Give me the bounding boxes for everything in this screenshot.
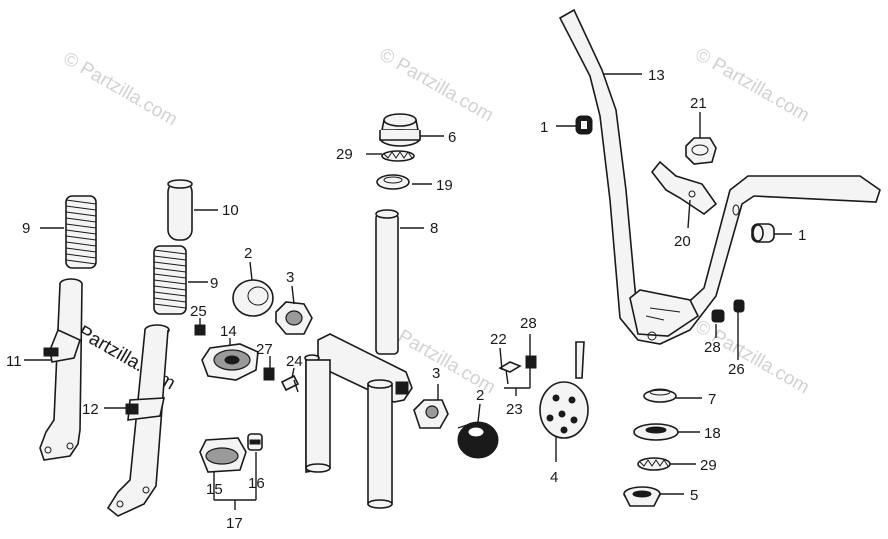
callout-7: 7 — [708, 391, 716, 408]
callout-13: 13 — [648, 67, 665, 84]
callout-2-lower: 2 — [476, 387, 484, 404]
callout-21: 21 — [690, 95, 707, 112]
horn-assembly — [539, 341, 589, 439]
nut-27 — [263, 367, 275, 381]
callout-3-upper: 3 — [286, 269, 294, 286]
callout-8: 8 — [430, 220, 438, 237]
callout-2-upper: 2 — [244, 245, 252, 262]
callout-1-left: 1 — [540, 119, 548, 136]
callout-9-right: 9 — [210, 275, 218, 292]
bracket-lower — [413, 399, 449, 429]
bolt-small-25 — [194, 324, 206, 336]
callout-23: 23 — [506, 401, 523, 418]
callout-18: 18 — [704, 425, 721, 442]
handlebar — [558, 8, 881, 345]
callout-27: 27 — [256, 341, 273, 358]
callout-12: 12 — [82, 401, 99, 418]
gear-housing-15 — [199, 437, 247, 473]
steering-cap-nut — [379, 113, 421, 147]
callout-10: 10 — [222, 202, 239, 219]
callout-11: 11 — [6, 353, 22, 370]
callout-labels: 9 10 11 12 9 2 3 25 14 27 24 15 16 17 6 … — [6, 67, 806, 532]
nut-28-upper — [525, 355, 537, 369]
handlebar-bracket-20 — [650, 160, 718, 215]
handlebar-grip-cap-right — [751, 223, 775, 243]
fork-spring-right — [153, 245, 187, 315]
callout-15: 15 — [206, 481, 223, 498]
headlight-cap-upper — [232, 279, 274, 317]
callout-9-left: 9 — [22, 220, 30, 237]
callout-16: 16 — [248, 475, 265, 492]
gear-16 — [247, 433, 263, 451]
callout-4: 4 — [550, 469, 558, 486]
bearing-race-19 — [376, 174, 410, 190]
callout-22: 22 — [490, 331, 507, 348]
bolt-26 — [733, 299, 745, 313]
bolt-24 — [280, 374, 300, 393]
callout-29-lower: 29 — [700, 457, 717, 474]
steering-stem — [304, 209, 413, 509]
callout-5: 5 — [690, 487, 698, 504]
headlight-cap-lower — [457, 421, 499, 459]
callout-28-lower: 28 — [704, 339, 721, 356]
fork-leg-left — [39, 278, 83, 461]
callout-24: 24 — [286, 353, 303, 370]
dust-seal-5 — [623, 486, 661, 507]
bolt-22 — [498, 361, 522, 385]
callout-28-upper: 28 — [520, 315, 537, 332]
watermark-top-left: © Partzilla.com — [60, 48, 181, 130]
callout-26: 26 — [728, 361, 745, 378]
fork-spring-left — [65, 195, 97, 269]
handlebar-nut-21 — [685, 137, 717, 165]
callout-29-upper: 29 — [336, 146, 353, 163]
callout-1-right: 1 — [798, 227, 806, 244]
callout-6: 6 — [448, 129, 456, 146]
nut-28-lower — [711, 309, 725, 323]
bracket-upper — [275, 301, 313, 335]
fork-leg-right — [106, 324, 170, 517]
watermark-top-right: © Partzilla.com — [692, 44, 813, 126]
callout-17: 17 — [226, 515, 243, 532]
callout-14: 14 — [220, 323, 237, 340]
callout-25: 25 — [190, 303, 207, 320]
fork-tube-upper — [167, 179, 193, 241]
bearing-race-7 — [643, 388, 677, 403]
callout-19: 19 — [436, 177, 453, 194]
handlebar-grip-cap-left — [575, 115, 593, 135]
watermark-bottom-right: © Partzilla.com — [692, 316, 813, 398]
bearing-cone-18 — [633, 423, 679, 441]
leader-lines — [24, 73, 792, 510]
callout-3-lower: 3 — [432, 365, 440, 382]
speedometer-gear-housing — [201, 343, 259, 381]
callout-20: 20 — [674, 233, 691, 250]
bearing-ring-upper — [381, 150, 415, 162]
bearing-ring-lower — [637, 457, 671, 471]
